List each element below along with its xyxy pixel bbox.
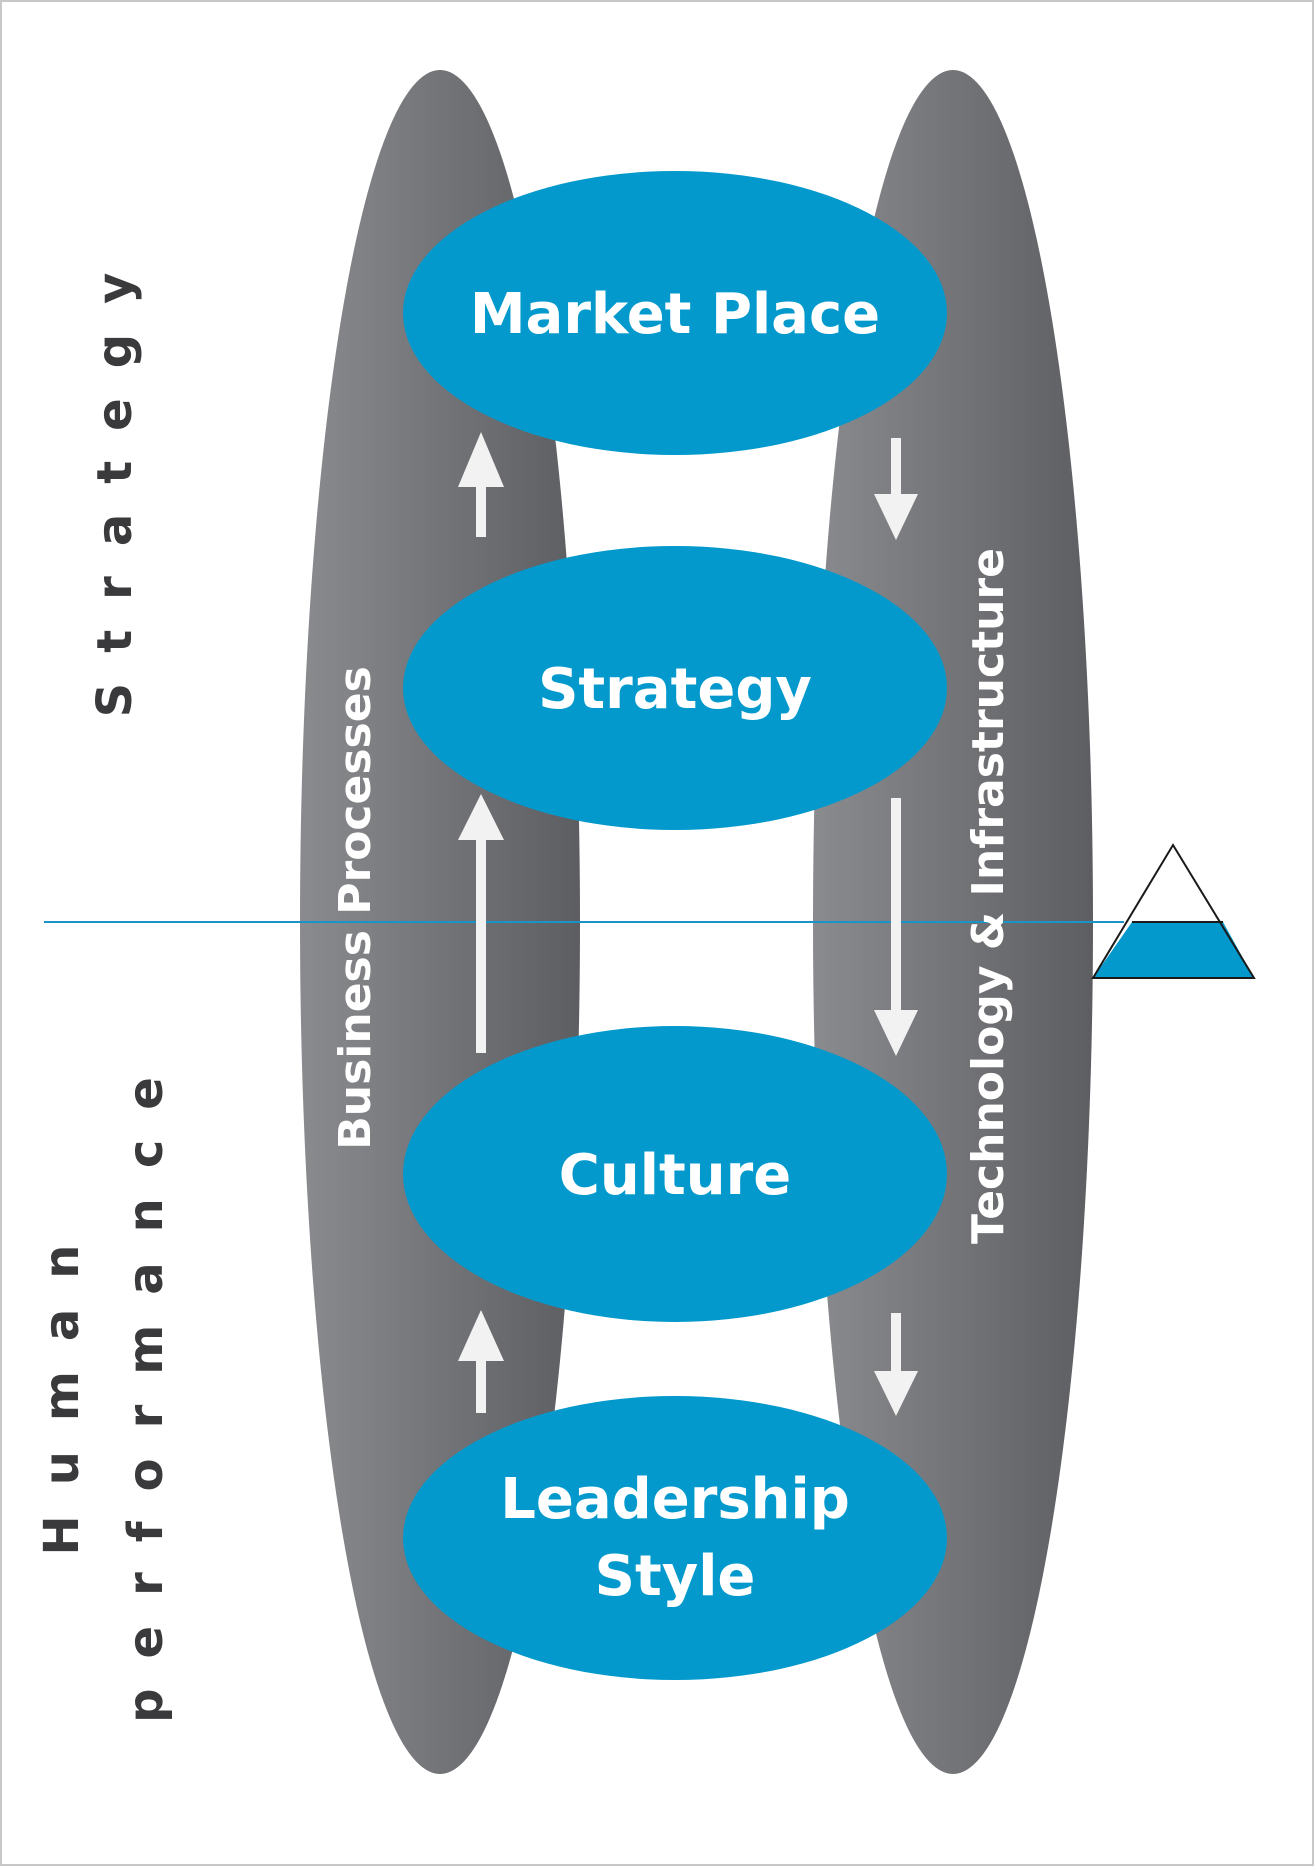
node-leadership-style: Leadership Style xyxy=(403,1396,947,1680)
node-culture: Culture xyxy=(403,1026,947,1322)
down-arrow-icon xyxy=(874,438,918,540)
node-leadership-style-label-line2: Style xyxy=(595,1544,756,1609)
triangle-outline-icon xyxy=(1091,843,1256,979)
node-leadership-style-label-line1: Leadership xyxy=(500,1467,850,1532)
side-label-performance: performance xyxy=(118,1047,174,1723)
up-arrow-icon xyxy=(458,1310,504,1413)
node-strategy-label: Strategy xyxy=(538,657,812,722)
triangle-fill-icon xyxy=(1093,922,1254,978)
side-label-human: Human xyxy=(34,1215,90,1556)
node-strategy: Strategy xyxy=(403,546,947,830)
side-label-strategy: Strategy xyxy=(87,243,143,718)
business-processes-label: Business Processes xyxy=(330,666,381,1150)
node-market-place: Market Place xyxy=(403,171,947,455)
up-arrow-icon xyxy=(458,432,504,537)
node-culture-label: Culture xyxy=(559,1143,791,1208)
up-arrow-icon xyxy=(458,794,504,1053)
node-market-place-label: Market Place xyxy=(470,282,880,347)
down-arrow-icon xyxy=(874,798,918,1056)
technology-infrastructure-label: Technology & Infrastructure xyxy=(963,548,1014,1244)
down-arrow-icon xyxy=(874,1313,918,1416)
